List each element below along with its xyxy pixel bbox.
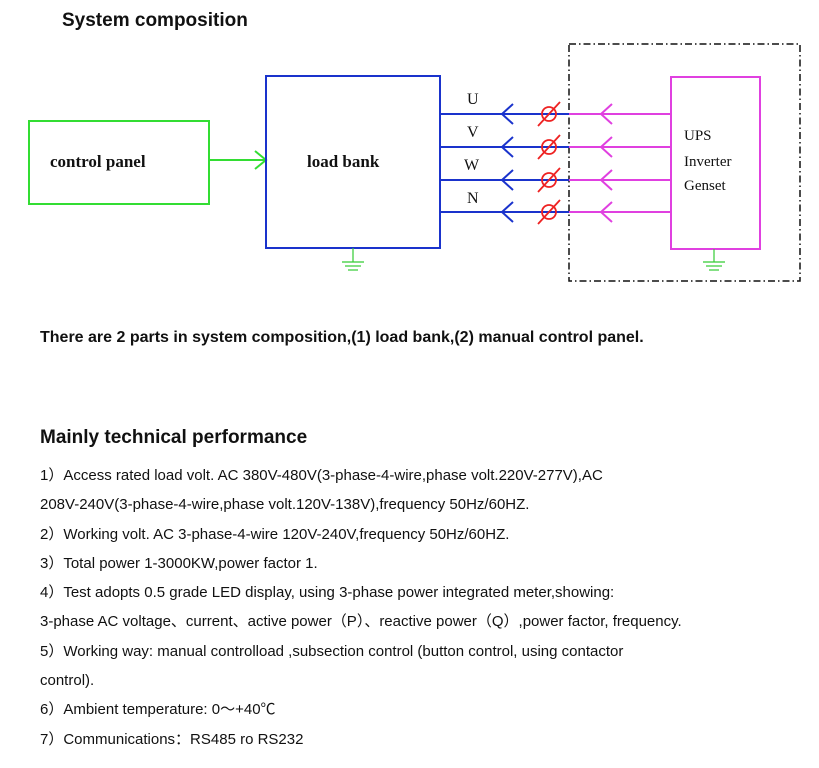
performance-line: 2）Working volt. AC 3-phase-4-wire 120V-2… <box>40 525 510 543</box>
breaker-icon <box>537 101 561 127</box>
phase-wire-v <box>440 134 671 160</box>
phase-wire-u <box>440 101 671 127</box>
phase-wire-w <box>440 167 671 193</box>
performance-line: 4）Test adopts 0.5 grade LED display, usi… <box>40 584 615 602</box>
source-label-ups: UPS <box>684 128 712 144</box>
control-panel-box <box>28 120 210 205</box>
control-panel-label: control panel <box>50 152 146 171</box>
performance-line: 3-phase AC voltage、current、active power（… <box>40 613 682 631</box>
load-bank-ground-icon <box>342 248 364 271</box>
phase-label-v: V <box>467 124 479 141</box>
phase-label-u: U <box>467 91 479 108</box>
performance-line: 5）Working way: manual controlload ,subse… <box>40 642 624 660</box>
system-summary-text: There are 2 parts in system composition,… <box>40 329 644 346</box>
load-bank-label: load bank <box>307 152 380 171</box>
breaker-icon <box>537 134 561 160</box>
source-label-inverter: Inverter <box>684 154 731 170</box>
section-title-technical-performance: Mainly technical performance <box>40 427 308 448</box>
source-label-genset: Genset <box>684 178 726 194</box>
performance-line: control). <box>40 672 95 690</box>
phase-label-n: N <box>467 190 479 207</box>
performance-line: 1）Access rated load volt. AC 380V-480V(3… <box>40 467 603 484</box>
phase-wire-n <box>440 199 671 225</box>
performance-line: 3）Total power 1-3000KW,power factor 1. <box>40 554 318 572</box>
section-title-system-composition: System composition <box>62 10 248 31</box>
phase-label-w: W <box>464 157 480 174</box>
source-ground-icon <box>703 249 725 271</box>
breaker-icon <box>537 167 561 193</box>
performance-line: 208V-240V(3-phase-4-wire,phase volt.120V… <box>40 496 530 514</box>
performance-line: 6）Ambient temperature: 0～+40℃ <box>40 701 276 719</box>
source-boundary-dashed <box>568 43 801 282</box>
performance-list: 1）Access rated load volt. AC 380V-480V(3… <box>40 461 810 754</box>
source-box <box>670 76 761 250</box>
system-composition-diagram: control panel load bank UPS Inverter Gen… <box>28 43 801 282</box>
performance-line: 7）Communications：RS485 ro RS232 <box>40 730 304 748</box>
breaker-icon <box>537 199 561 225</box>
